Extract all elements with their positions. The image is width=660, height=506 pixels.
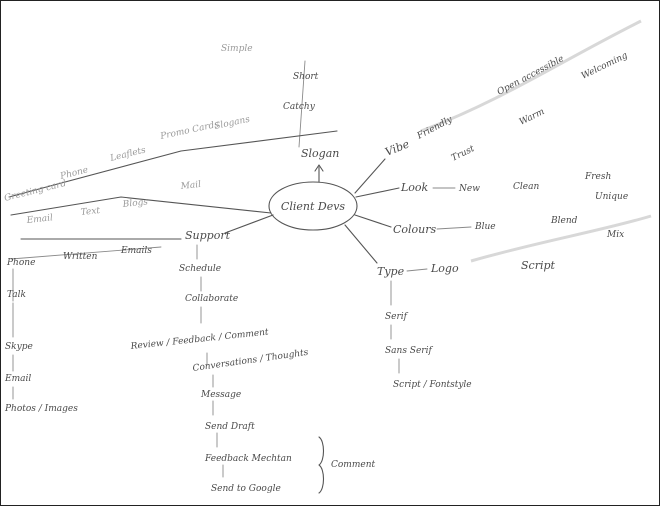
type-chain-item: Sans Serif [385, 346, 433, 356]
connector-line [406, 268, 428, 272]
support-chain-item: Collaborate [185, 294, 238, 304]
connector-line [224, 214, 274, 234]
connector-line [354, 214, 392, 228]
left-upper-item: Promo Cards [159, 120, 221, 142]
connector-line [298, 60, 306, 148]
look-item: Fresh [584, 172, 611, 182]
support-side-list-item: Skype [5, 342, 33, 352]
slogan-item: Simple [221, 44, 253, 54]
vibe-item: Trust [450, 144, 477, 164]
left-middle-item: Email [25, 213, 53, 226]
colours-item: Blend [550, 216, 578, 226]
look-label: Look [400, 181, 429, 194]
left-middle-item: Mail [179, 180, 201, 192]
vibe-item: Open accessible [496, 54, 566, 98]
support-chain-item: Conversations / Thoughts [192, 348, 309, 374]
arrow-head [314, 164, 324, 172]
support-chain-item: Send Draft [205, 422, 255, 432]
type-item: Logo [430, 262, 459, 275]
curly-bracket [318, 436, 325, 494]
type-chain-item: Script / Fontstyle [393, 380, 472, 390]
connector-line [344, 224, 378, 264]
connector-line [8, 130, 338, 198]
support-side-item: Written [63, 252, 98, 262]
support-side-list-item: Email [4, 374, 31, 384]
connector-line [354, 158, 386, 194]
center-node-oval [268, 181, 358, 231]
colours-label: Colours [393, 223, 437, 236]
look-item: New [458, 184, 480, 194]
look-item: Unique [595, 192, 628, 202]
support-side-list-item: Photos / Images [4, 404, 78, 414]
support-chain-item: Feedback Mechtan [204, 454, 292, 464]
connector-line [436, 226, 472, 230]
type-chain-item: Serif [385, 312, 409, 322]
type-item: Script [521, 259, 556, 272]
support-side-item: Phone [6, 258, 35, 268]
vibe-item: Friendly [415, 114, 455, 142]
bracket-note: Comment [331, 460, 375, 470]
vibe-item: Warm [518, 107, 546, 128]
look-item: Clean [513, 182, 539, 192]
vibe-label: Vibe [383, 137, 411, 159]
left-upper-item: Slogans [214, 115, 252, 132]
support-chain-item: Message [200, 390, 241, 400]
slogan-label: Slogan [301, 147, 339, 160]
connector-line [10, 246, 162, 260]
pencil-smudge [420, 19, 642, 133]
support-chain-item: Review / Feedback / Comment [129, 328, 269, 353]
colours-item: Mix [606, 230, 624, 240]
left-middle-item: Text [80, 206, 101, 218]
connector-line [355, 187, 400, 198]
support-label: Support [185, 229, 231, 242]
support-side-list-item: Talk [7, 290, 26, 300]
slogan-item: Short [293, 72, 319, 82]
colours-item: Blue [474, 222, 496, 232]
pencil-smudge [470, 214, 652, 263]
vibe-item: Welcoming [580, 51, 630, 82]
support-chain-item: Send to Google [211, 484, 281, 494]
left-upper-item: Greeting card [3, 179, 67, 204]
support-side-item: Emails [120, 246, 152, 256]
left-middle-item: Blogs [121, 197, 149, 210]
support-chain-item: Schedule [179, 264, 221, 274]
center-node-label: Client Devs [281, 200, 346, 213]
slogan-item: Catchy [283, 102, 316, 112]
type-label: Type [377, 265, 405, 278]
connector-line [10, 196, 272, 216]
